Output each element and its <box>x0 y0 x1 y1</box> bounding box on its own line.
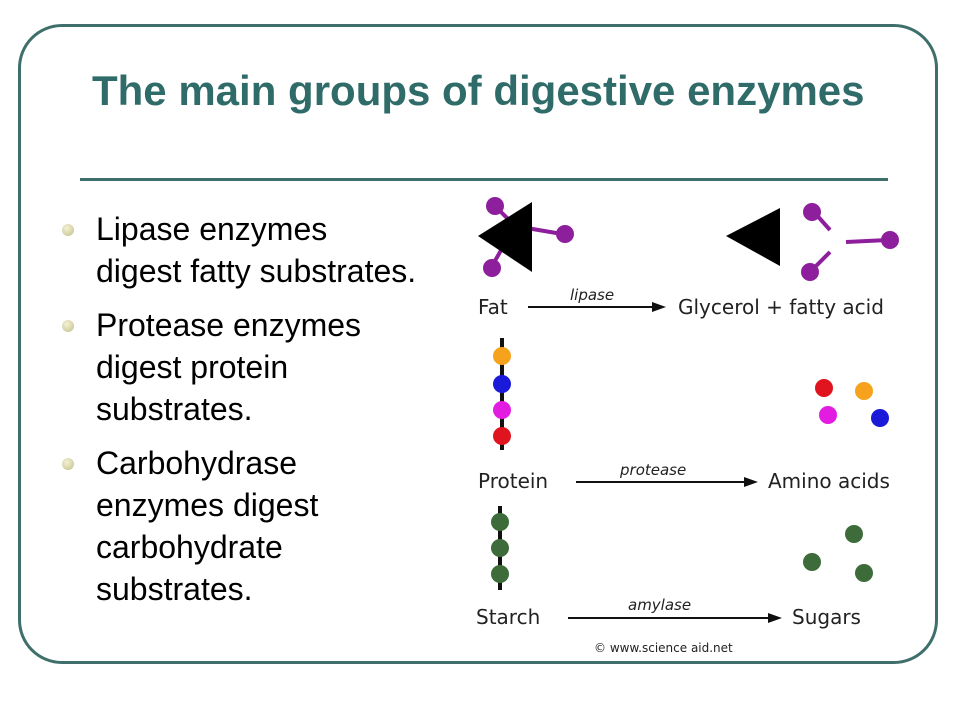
digestion-diagram: Fat lipase Glycerol + fatty acid Protein… <box>470 188 920 660</box>
bullet-list: Lipase enzymes digest fatty substrates. … <box>60 208 420 622</box>
bullet-icon <box>62 224 74 236</box>
fat-label: Fat <box>478 295 508 319</box>
amylase-arrow-icon <box>568 613 782 623</box>
copyright-notice: © www.science aid.net <box>594 641 733 655</box>
amino-acids-label: Amino acids <box>768 469 890 493</box>
bullet-text: Protease enzymes digest protein substrat… <box>96 307 362 427</box>
bullet-item: Protease enzymes digest protein substrat… <box>60 304 420 430</box>
lipase-arrow-icon <box>528 302 666 312</box>
bullet-text: Carbohydrase enzymes digest carbohydrate… <box>96 445 319 607</box>
bullet-item: Carbohydrase enzymes digest carbohydrate… <box>60 442 420 610</box>
amino-acids-icon <box>815 379 889 427</box>
title-divider <box>80 178 888 181</box>
bullet-icon <box>62 320 74 332</box>
starch-label: Starch <box>476 605 540 629</box>
sugars-icon <box>803 525 873 582</box>
bullet-icon <box>62 458 74 470</box>
glycerol-fatty-acid-label: Glycerol + fatty acid <box>678 295 884 319</box>
slide-title: The main groups of digestive enzymes <box>92 67 865 114</box>
lipase-label: lipase <box>570 286 614 304</box>
starch-chain-icon <box>491 506 509 590</box>
slide-frame <box>18 24 938 664</box>
protein-label: Protein <box>478 469 548 493</box>
digestion-diagram-svg: Fat lipase Glycerol + fatty acid Protein… <box>476 197 899 655</box>
bullet-item: Lipase enzymes digest fatty substrates. <box>60 208 420 292</box>
amylase-label: amylase <box>628 596 691 614</box>
fat-molecule-icon <box>478 197 574 277</box>
bullet-text: Lipase enzymes digest fatty substrates. <box>96 211 417 289</box>
sugars-label: Sugars <box>792 605 861 629</box>
protease-label: protease <box>619 461 686 479</box>
glycerol-fatty-acid-icon <box>726 203 899 281</box>
protein-chain-icon <box>493 338 511 450</box>
protease-arrow-icon <box>576 477 758 487</box>
